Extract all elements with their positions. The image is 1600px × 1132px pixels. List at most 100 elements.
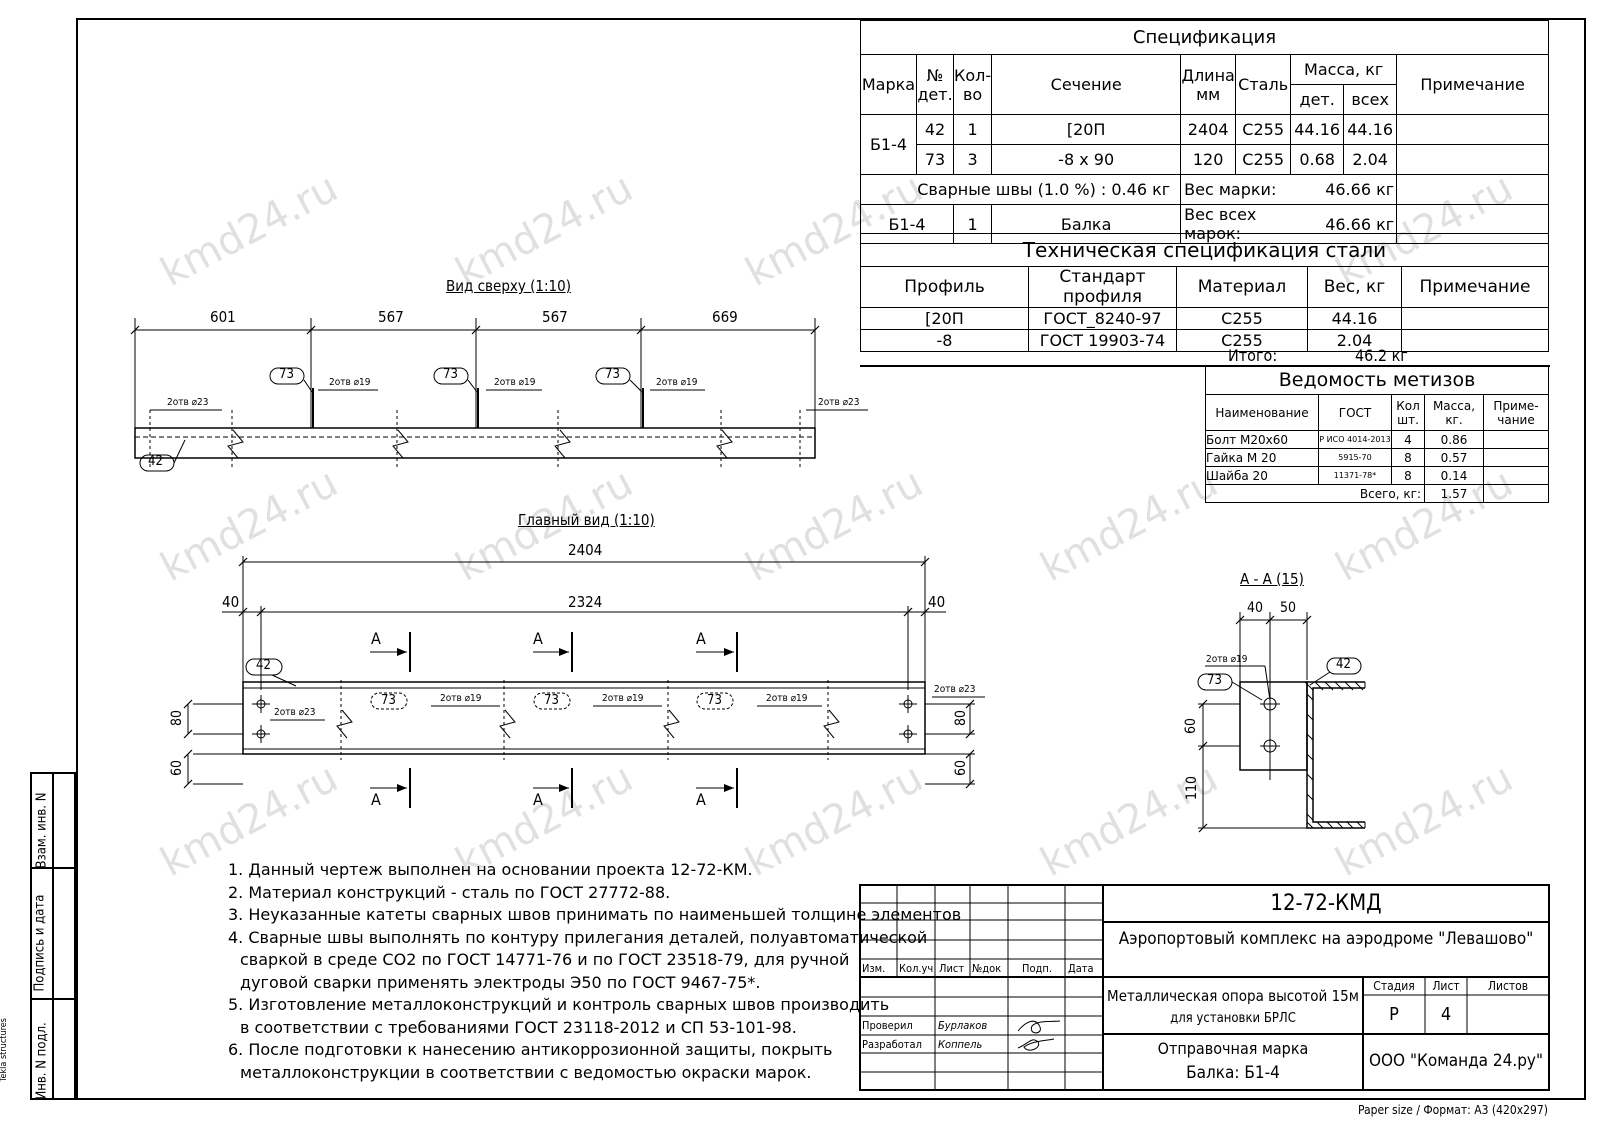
steel-total-label: Итого: [1228, 346, 1278, 365]
checked-name: Бурлаков [938, 1019, 988, 1032]
main-view-title: Главный вид (1:10) [518, 511, 655, 529]
title-code: 12-72-КМД [1270, 891, 1382, 916]
sheets-label: Листов [1487, 979, 1529, 993]
steel-spec-table: Техническая спецификация стали Профиль С… [860, 233, 1549, 352]
ship-mark: Балка: Б1-4 [1186, 1063, 1280, 1083]
top-dim-2: 567 [378, 308, 404, 326]
main-dim-edge-left: 40 [222, 593, 240, 611]
spec-cell [1396, 114, 1549, 145]
section-part-42: 42 [1336, 657, 1351, 672]
hw-total-label: Всего, кг: [1205, 484, 1425, 503]
table-row: Б1-4 42 1 [20П 2404 С255 44.16 44.16 [860, 114, 1549, 175]
section-letter: A [696, 629, 706, 648]
top-dim-3: 567 [542, 308, 568, 326]
hw-h-mass: Масса, кг. [1424, 394, 1484, 431]
spec-h-steel: Сталь [1235, 54, 1292, 115]
top-hole-label: 2отв ⌀23 [167, 397, 209, 408]
section-letter: A [371, 629, 381, 648]
table-row: -8 ГОСТ 19903-74 С255 2.04 [860, 329, 1549, 352]
top-dim-1: 601 [210, 308, 236, 326]
developed-name: Коппель [938, 1038, 983, 1051]
note-line: 1. Данный чертеж выполнен на основании п… [228, 860, 753, 879]
main-dim-edge-right: 40 [928, 593, 946, 611]
main-part-42: 42 [256, 658, 271, 673]
title-col: Кол.уч [899, 962, 934, 975]
title-col: Лист [939, 962, 965, 975]
note-line: металлоконструкции в соответствии с ведо… [240, 1062, 812, 1082]
spec-cell: Б1-4 [860, 114, 917, 175]
table-row: Всего, кг: 1.57 [1205, 484, 1549, 503]
note-line: 5. Изготовление металлоконструкций и кон… [228, 995, 890, 1014]
steel-cell [1401, 329, 1549, 352]
spec-h-mass: Масса, кг [1290, 54, 1398, 85]
spec-cell: 0.68 [1290, 144, 1345, 175]
title-project: Аэропортовый комплекс на аэродроме "Лева… [1118, 929, 1534, 949]
main-hole-label: 2отв ⌀19 [440, 693, 482, 704]
spec-h-section: Сечение [991, 54, 1182, 115]
section-dim-40: 40 [1247, 600, 1264, 616]
side-stamp: Взам. инв. N Подпись и дата Инв. N подл. [30, 772, 76, 1100]
section-dim-60: 60 [1183, 717, 1200, 735]
sheet-label: Лист [1432, 979, 1460, 993]
spec-h-mass-all: всех [1343, 84, 1398, 115]
steel-cell: 2.04 [1307, 329, 1402, 352]
section-dim-110: 110 [1184, 775, 1201, 801]
note-line: 6. После подготовки к нанесению антикорр… [228, 1040, 833, 1059]
spec-cell: -8 x 90 [991, 144, 1182, 175]
spec-cell [1396, 144, 1549, 175]
spec-cell: 73 [916, 144, 954, 175]
spec-h-mass-det: дет. [1290, 84, 1345, 115]
top-hole-label: 2отв ⌀23 [818, 397, 860, 408]
main-dim-80: 80 [169, 709, 186, 727]
main-part-73: 73 [544, 693, 559, 708]
table-row: Сварные швы (1.0 %) : 0.46 кг Вес марки:… [859, 174, 1549, 205]
main-dim-inner: 2324 [568, 593, 603, 611]
top-part-42: 42 [148, 454, 163, 469]
paper-size-label: Paper size / Формат: A3 (420x297) [1358, 1103, 1548, 1117]
sheet-value: 4 [1440, 1004, 1452, 1025]
main-dim-80: 80 [953, 709, 970, 727]
title-desc-1: Металлическая опора высотой 15м [1107, 987, 1359, 1005]
main-hole-label: 2отв ⌀23 [934, 684, 976, 695]
general-notes: 1. Данный чертеж выполнен на основании п… [228, 859, 961, 1084]
spec-welds: Сварные швы (1.0 %) : 0.46 кг [859, 174, 1182, 205]
main-part-73: 73 [381, 693, 396, 708]
top-view-title: Вид сверху (1:10) [446, 277, 571, 295]
main-hole-label: 2отв ⌀19 [766, 693, 808, 704]
main-part-73: 73 [707, 693, 722, 708]
spec-cell: 44.16 [1290, 114, 1345, 145]
section-hole-label: 2отв ⌀19 [1206, 654, 1248, 665]
title-desc-2: для установки БРЛС [1170, 1011, 1296, 1026]
top-dim-4: 669 [712, 308, 738, 326]
checked-label: Проверил [862, 1019, 913, 1032]
table-row: Гайка М 20 5915-70 8 0.57 [1205, 448, 1549, 467]
stage-value: Р [1389, 1004, 1399, 1025]
spec-mark-weight-label: Вес марки: [1180, 174, 1291, 205]
spec-cell: 120 [1180, 144, 1237, 175]
spec-cell: С255 [1235, 114, 1292, 145]
steel-h-standard: Стандарт профиля [1028, 266, 1177, 308]
top-hole-label: 2отв ⌀19 [494, 377, 536, 388]
top-part-73: 73 [443, 367, 458, 382]
note-line: дуговой сварки применять электроды Э50 п… [240, 972, 761, 992]
stage-label: Стадия [1373, 979, 1415, 993]
spec-cell: 44.16 [1343, 114, 1398, 145]
drawing-frame [76, 18, 1586, 1100]
note-line: 2. Материал конструкций - сталь по ГОСТ … [228, 882, 671, 902]
title-col: Изм. [862, 962, 886, 975]
note-line: сваркой в среде СО2 по ГОСТ 14771-76 и п… [240, 950, 850, 969]
main-dim-60: 60 [953, 759, 970, 777]
spec-table: Спецификация Марка № дет. Кол-во Сечение… [859, 20, 1549, 244]
top-hole-label: 2отв ⌀19 [656, 377, 698, 388]
title-col: №док [972, 962, 1002, 975]
steel-cell: С255 [1176, 329, 1308, 352]
hw-cell [1483, 484, 1549, 503]
section-letter: A [696, 790, 706, 809]
note-line: 3. Неуказанные катеты сварных швов прини… [228, 905, 962, 924]
main-dim-60: 60 [169, 759, 186, 777]
section-dim-50: 50 [1280, 600, 1297, 616]
developed-label: Разработал [862, 1038, 922, 1051]
spec-h-qty: Кол-во [952, 54, 993, 115]
spec-cell: 2.04 [1343, 144, 1398, 175]
